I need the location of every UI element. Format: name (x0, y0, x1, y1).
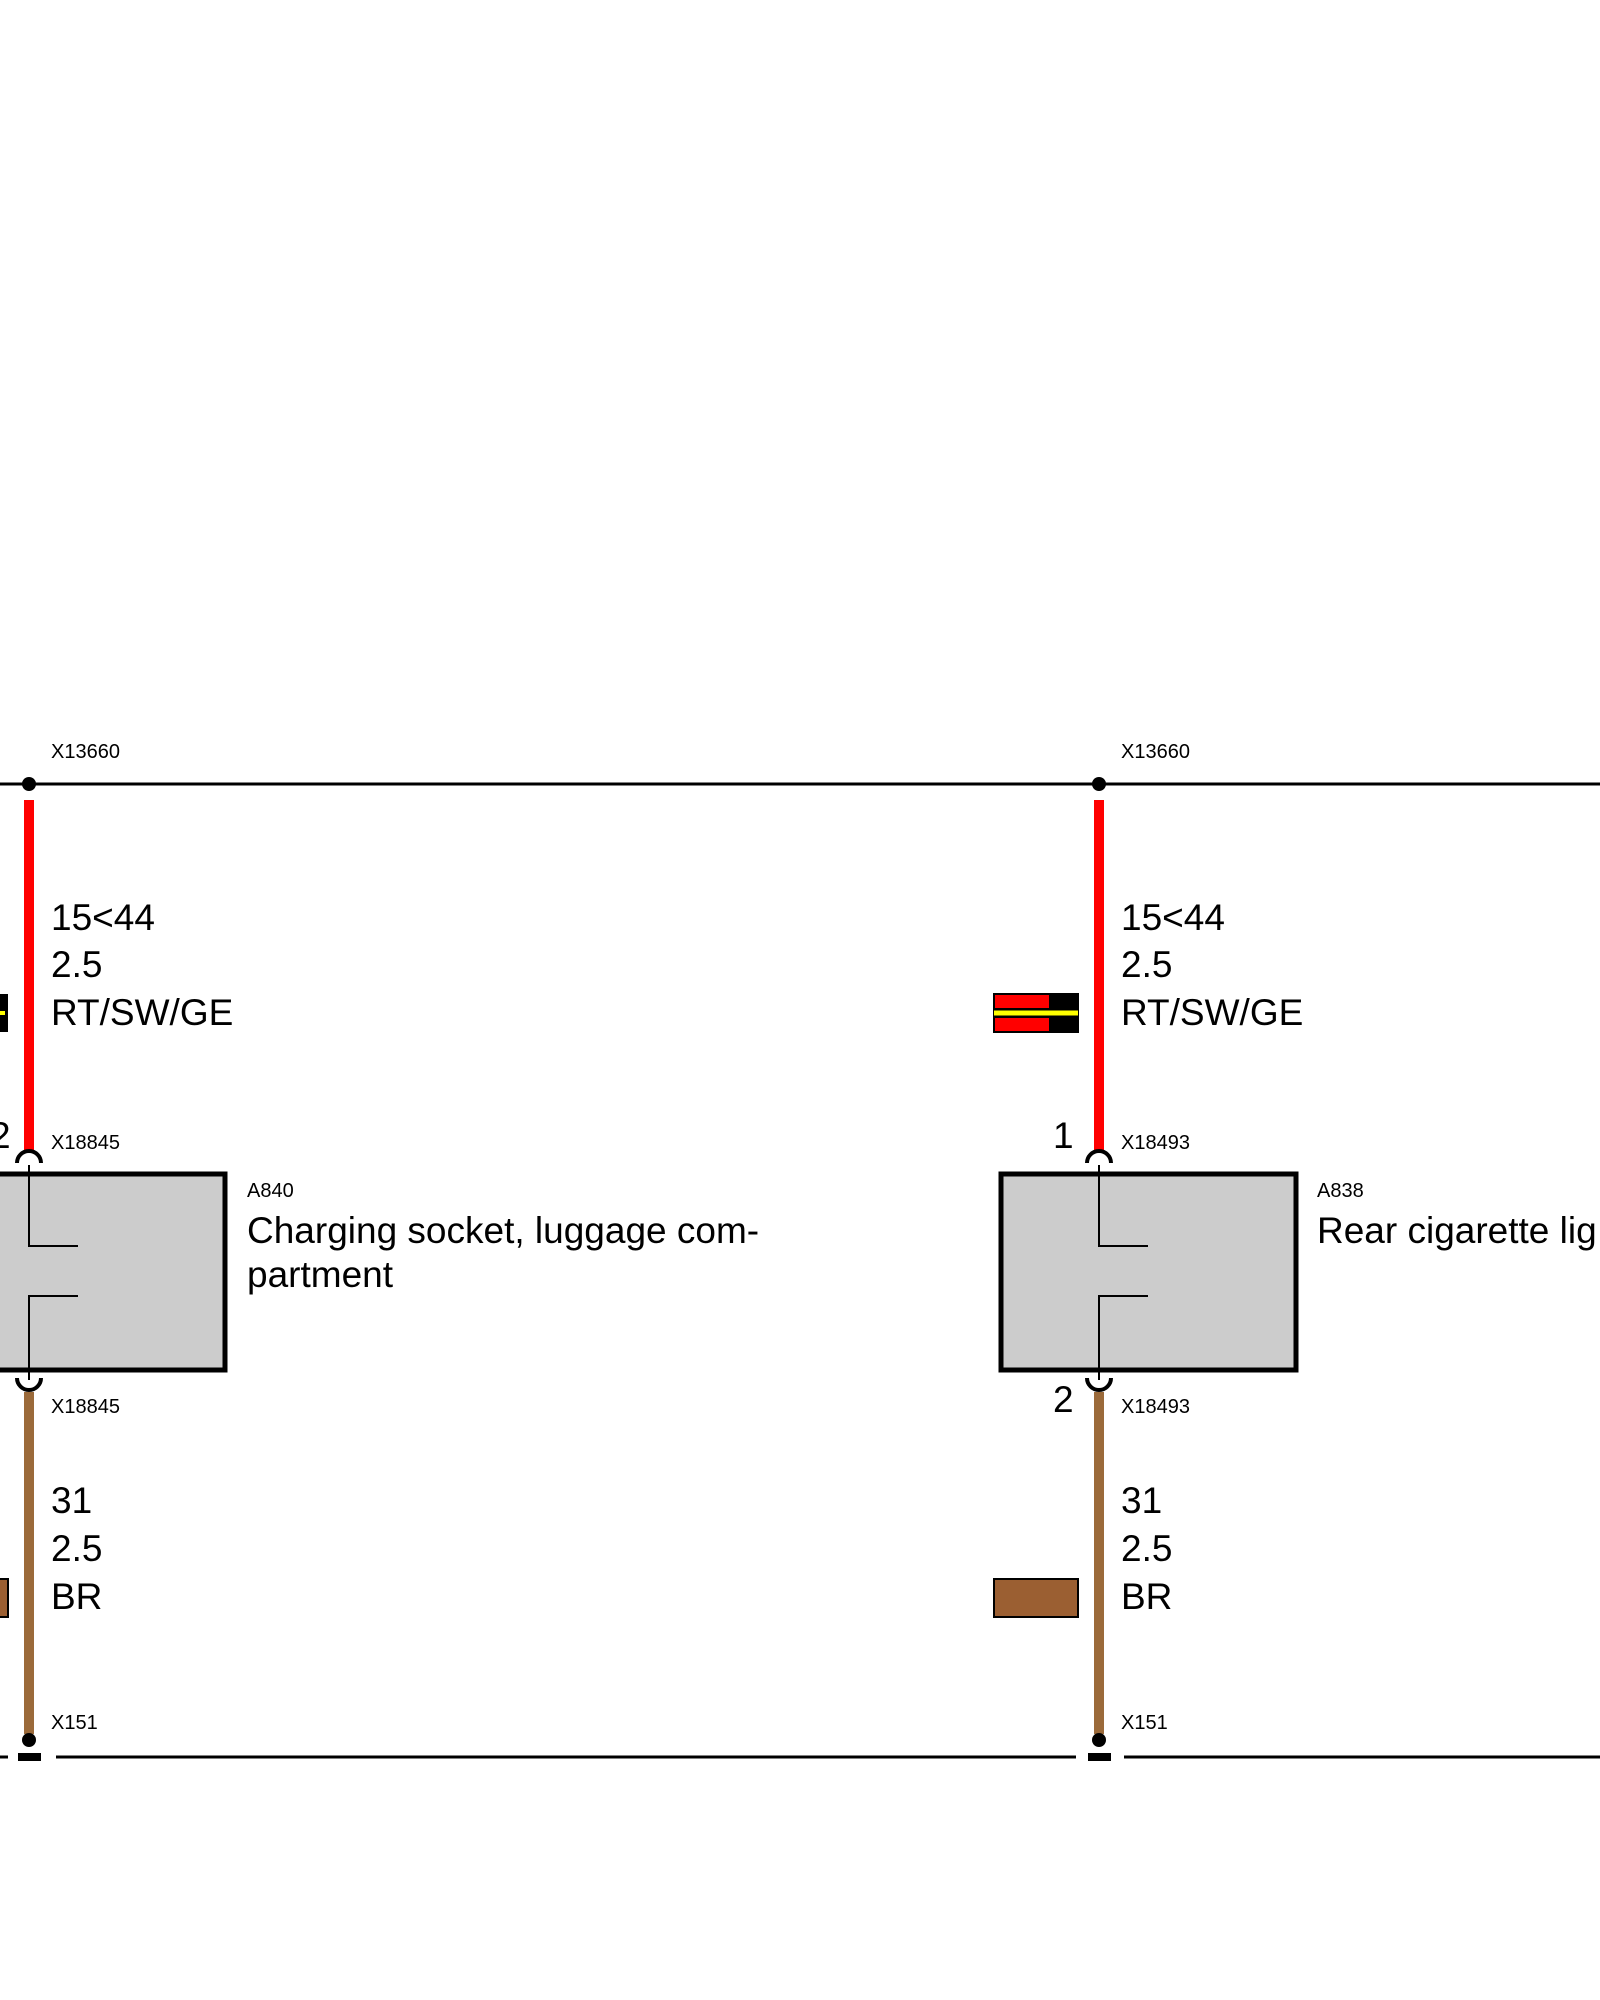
socket-contact-upper (1098, 1165, 1148, 1247)
lower-connector-label: X18845 (51, 1396, 120, 1418)
upper-pin-number: 1 (1053, 1115, 1074, 1156)
ground-gauge-label: 2.5 (51, 1528, 102, 1569)
lower-connector-socket (1085, 1377, 1113, 1392)
ground-color-code-label: BR (1121, 1576, 1172, 1617)
wire-terminal-label: 15<44 (1121, 897, 1225, 938)
top-connector-label: X13660 (51, 741, 120, 763)
circuit-a840: X13660 15<44 2.5 RT/SW/GE X18845 2 A840 … (0, 741, 759, 1761)
wire-gauge-label: 2.5 (51, 944, 102, 985)
component-name-line1: Charging socket, luggage com- (247, 1210, 759, 1251)
ground-connector-label: X151 (51, 1712, 98, 1734)
component-id-label: A840 (247, 1180, 294, 1202)
lower-connector-label: X18493 (1121, 1396, 1190, 1418)
component-name-line1: Rear cigarette lig (1317, 1210, 1597, 1251)
ground-gauge-label: 2.5 (1121, 1528, 1172, 1569)
socket-contact-lower (1098, 1295, 1148, 1380)
wire-color-code-label: RT/SW/GE (51, 992, 233, 1033)
wire-color-swatch-red-black-yellow (0, 994, 8, 1032)
upper-connector-socket (1085, 1149, 1113, 1164)
wire-color-code-label: RT/SW/GE (1121, 992, 1303, 1033)
lower-connector-socket (15, 1377, 43, 1392)
component-box (0, 1171, 228, 1373)
ground-color-code-label: BR (51, 1576, 102, 1617)
wire-color-swatch-red-black-yellow (993, 993, 1079, 1033)
ground-connector-mark (18, 1753, 41, 1761)
bottom-junction-dot (1092, 1733, 1106, 1747)
top-junction-dot (1092, 777, 1106, 791)
upper-connector-label: X18493 (1121, 1132, 1190, 1154)
socket-contact-lower (28, 1295, 78, 1380)
bottom-junction-dot (22, 1733, 36, 1747)
socket-contact-upper (28, 1165, 78, 1247)
wire-color-swatch-brown (993, 1578, 1079, 1618)
top-junction-dot (22, 777, 36, 791)
circuit-a838: X13660 15<44 2.5 RT/SW/GE X18493 1 A838 … (993, 741, 1597, 1761)
wire-terminal-label: 15<44 (51, 897, 155, 938)
ground-terminal-label: 31 (51, 1480, 92, 1521)
component-name-line2: partment (247, 1254, 394, 1295)
wire-color-swatch-brown (0, 1578, 9, 1618)
ground-connector-label: X151 (1121, 1712, 1168, 1734)
upper-connector-socket (15, 1149, 43, 1164)
ground-connector-mark (1088, 1753, 1111, 1761)
ground-terminal-label: 31 (1121, 1480, 1162, 1521)
upper-pin-number: 2 (0, 1115, 11, 1156)
upper-connector-label: X18845 (51, 1132, 120, 1154)
wire-gauge-label: 2.5 (1121, 944, 1172, 985)
top-connector-label: X13660 (1121, 741, 1190, 763)
lower-pin-number: 2 (1053, 1379, 1074, 1420)
component-box (998, 1171, 1299, 1373)
component-id-label: A838 (1317, 1180, 1364, 1202)
